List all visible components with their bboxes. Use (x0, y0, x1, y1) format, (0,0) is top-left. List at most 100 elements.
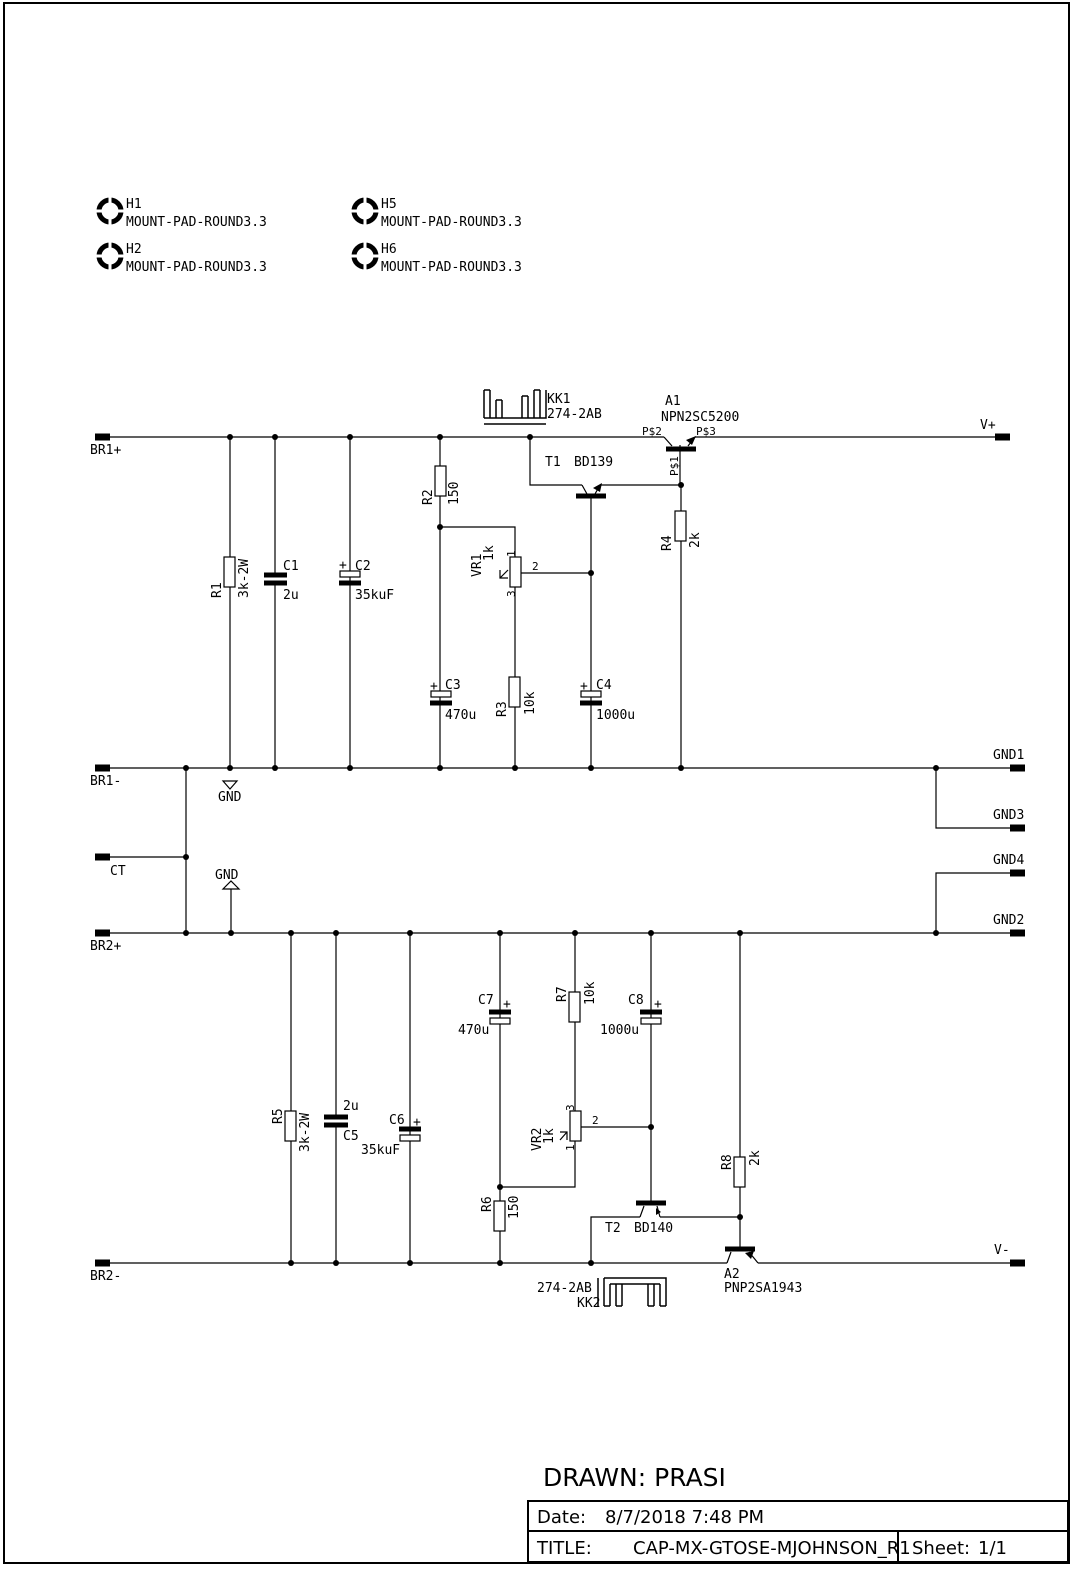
resistor-r2: R2 150 (421, 465, 462, 505)
drawn-by: DRAWN: PRASI (543, 1463, 726, 1492)
h1-value: MOUNT-PAD-ROUND3.3 (126, 215, 267, 230)
c1-value: 2u (283, 588, 299, 603)
c8-value: 1000u (600, 1023, 639, 1038)
capacitor-c5: 2u C5 (324, 1099, 359, 1144)
a2-value: PNP2SA1943 (724, 1281, 802, 1296)
c6-ref: C6 (389, 1113, 405, 1128)
a1-pin2: P$2 (642, 425, 662, 438)
resistor-r6: R6 150 (480, 1196, 522, 1232)
gnd-lower-label: GND (215, 868, 239, 883)
a1-value: NPN2SC5200 (661, 410, 739, 425)
vr2-pin2: 2 (592, 1114, 599, 1127)
h5-ref: H5 (381, 197, 397, 212)
c5-ref: C5 (343, 1129, 359, 1144)
r1-value: 3k-2W (237, 559, 252, 598)
c7-plus: + (503, 997, 511, 1012)
potentiometer-vr2: VR2 1k 3 2 1 (530, 1104, 599, 1151)
ct-label: CT (110, 864, 126, 879)
h6-value: MOUNT-PAD-ROUND3.3 (381, 260, 522, 275)
transistor-t2: T2 BD140 (605, 1200, 673, 1236)
r8-ref: R8 (720, 1154, 735, 1170)
capacitor-c7: + C7 470u (458, 993, 511, 1038)
c7-ref: C7 (478, 993, 494, 1008)
v-plus-label: V+ (980, 418, 996, 433)
title-value: CAP-MX-GTOSE-MJOHNSON_R1 (633, 1538, 911, 1559)
vr2-value: 1k (542, 1128, 557, 1144)
vr1-pin2: 2 (532, 560, 539, 573)
r5-value: 3k-2W (298, 1113, 313, 1152)
h1-ref: H1 (126, 197, 142, 212)
kk1-ref: KK1 (547, 392, 570, 407)
sheet-value: 1/1 (978, 1538, 1007, 1559)
kk2-value: 274-2AB (537, 1281, 592, 1296)
t2-value: BD140 (634, 1221, 673, 1236)
c5-value: 2u (343, 1099, 359, 1114)
r3-value: 10k (523, 691, 538, 715)
gnd1-label: GND1 (993, 748, 1024, 763)
resistor-r3: R3 10k (495, 676, 538, 717)
junctions (183, 434, 939, 1266)
c6-value: 35kuF (361, 1143, 400, 1158)
r6-value: 150 (507, 1196, 522, 1219)
title-block: DRAWN: PRASI Date: 8/7/2018 7:48 PM TITL… (527, 1463, 1069, 1563)
h2-value: MOUNT-PAD-ROUND3.3 (126, 260, 267, 275)
c4-ref: C4 (596, 678, 612, 693)
heatsink-kk1: KK1 274-2AB (483, 389, 602, 425)
capacitor-c8: + C8 1000u (600, 993, 662, 1038)
gnd-upper-label: GND (218, 790, 242, 805)
gnd4-label: GND4 (993, 853, 1024, 868)
vr1-ref: VR1 (470, 554, 485, 577)
r1-ref: R1 (210, 582, 225, 598)
resistor-r1: R1 3k-2W (210, 556, 252, 598)
transistor-t1: T1 BD139 (545, 455, 613, 499)
mount-pad-h5: H5 MOUNT-PAD-ROUND3.3 (349, 195, 522, 230)
mount-pad-h1: H1 MOUNT-PAD-ROUND3.3 (94, 195, 267, 230)
c4-plus: + (580, 679, 588, 694)
r4-value: 2k (688, 532, 703, 548)
resistor-r8: R8 2k (720, 1150, 763, 1188)
vr2-pin1: 1 (564, 1144, 577, 1151)
sheet-frame (3, 2, 1070, 1564)
title-label: TITLE: (536, 1538, 592, 1559)
resistor-r4: R4 2k (660, 510, 703, 551)
date-value: 8/7/2018 7:48 PM (605, 1507, 764, 1528)
a1-pin1: P$1 (668, 456, 681, 476)
heatsink-kk2: 274-2AB KK2 (537, 1277, 667, 1311)
h5-value: MOUNT-PAD-ROUND3.3 (381, 215, 522, 230)
gnd-symbol-upper: GND (218, 780, 242, 805)
transistor-a1: A1 NPN2SC5200 P$2 P$3 P$1 (642, 394, 739, 476)
mount-pad-h6: H6 MOUNT-PAD-ROUND3.3 (349, 240, 522, 275)
t2-ref: T2 (605, 1221, 621, 1236)
br1-minus-label: BR1- (90, 774, 121, 789)
t1-ref: T1 (545, 455, 561, 470)
a1-ref: A1 (665, 394, 681, 409)
wires (110, 436, 1010, 1264)
capacitor-c3: + C3 470u (430, 678, 476, 723)
connector-pins (95, 433, 1025, 1267)
r7-value: 10k (583, 981, 598, 1005)
c3-value: 470u (445, 708, 476, 723)
r4-ref: R4 (660, 535, 675, 551)
mount-pad-h2: H2 MOUNT-PAD-ROUND3.3 (94, 240, 267, 275)
resistor-r5: R5 3k-2W (271, 1108, 313, 1152)
c2-value: 35kuF (355, 588, 394, 603)
c3-ref: C3 (445, 678, 461, 693)
r3-ref: R3 (495, 701, 510, 717)
r7-ref: R7 (555, 986, 570, 1002)
c8-ref: C8 (628, 993, 644, 1008)
c8-plus: + (654, 997, 662, 1012)
c1-ref: C1 (283, 559, 299, 574)
date-label: Date: (537, 1507, 586, 1528)
vr2-ref: VR2 (530, 1128, 545, 1151)
capacitor-c2: + C2 35kuF (339, 558, 394, 603)
potentiometer-vr1: VR1 1k 1 2 3 (470, 545, 539, 597)
sheet-label: Sheet: (912, 1538, 970, 1559)
r2-value: 150 (447, 482, 462, 505)
r8-value: 2k (748, 1150, 763, 1166)
a2-ref: A2 (724, 1267, 740, 1282)
br2-minus-label: BR2- (90, 1269, 121, 1284)
c4-value: 1000u (596, 708, 635, 723)
r6-ref: R6 (480, 1196, 495, 1212)
gnd3-label: GND3 (993, 808, 1024, 823)
a1-pin3: P$3 (696, 425, 716, 438)
